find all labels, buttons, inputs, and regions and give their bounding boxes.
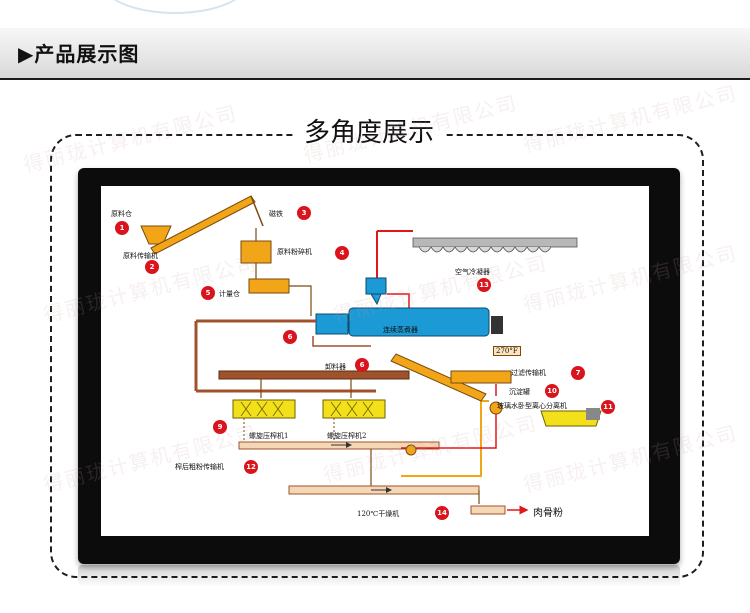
cooker-motor [491,316,503,334]
frame-title: 多角度展示 [294,116,445,150]
label-screw-press-2: 螺旋压榨机2 [327,432,367,440]
process-diagram-screen: 原料仓 1 原料传输机 2 磁铁 3 原料粉碎机 4 计量仓 5 连续蒸煮器 6… [101,186,649,536]
oil-return-pipe [401,414,497,449]
monitor-reflection [78,565,680,587]
label-screw-press-1: 螺旋压榨机1 [249,432,289,440]
final-product-label: 肉骨粉 [533,508,563,519]
badge-metering-bin: 5 [201,286,215,300]
label-filter-conveyor: 过滤传输机 [511,369,546,377]
raw-material-conveyor [150,195,256,255]
discharge-conveyor [218,370,410,380]
badge-screw-press-1: 9 [213,420,227,434]
label-discharger: 卸料器 [325,363,346,371]
screw-press-1-screw [240,401,284,417]
badge-magnet: 3 [297,206,311,220]
process-flow-diagram [140,195,602,515]
decorative-arc [100,0,250,14]
label-dryer: 120℃干燥机 [357,510,400,518]
label-settling-tank: 沉淀罐 [509,388,530,396]
filter-conveyor [390,353,487,402]
section-title: ▶产品展示图 [18,42,140,66]
badge-filter-conveyor: 7 [571,366,585,380]
oil-pipe [401,400,489,477]
badge-discharger: 6 [355,358,369,372]
air-condenser [412,237,578,248]
transfer-pipe [312,336,371,347]
label-air-condenser: 空气冷凝器 [455,268,490,276]
centrifuge-motor [586,408,600,420]
screw-press-1 [232,399,296,419]
screw-press-2 [322,399,386,419]
badge-dryer: 14 [435,506,449,520]
feed-pipe [289,285,312,316]
label-metering-bin: 计量仓 [219,290,240,298]
label-cooker: 连续蒸煮器 [383,326,418,334]
conveyor-drop [250,195,264,227]
label-crusher: 原料粉碎机 [277,248,312,256]
120c-dryer [470,505,506,515]
continuous-cooker [348,307,490,337]
condenser-fans [418,246,552,253]
label-magnet: 磁铁 [269,210,283,218]
pump [405,444,417,456]
label-pressed-meal-conveyor: 榨后粗粉传输机 [175,463,224,471]
cooker-inlet [315,313,349,335]
label-raw-bin: 原料仓 [111,210,132,218]
badge-settling-tank: 10 [545,384,559,398]
label-centrifuge: 玻璃水卧型离心分离机 [497,402,567,410]
badge-air-condenser: 13 [477,278,491,292]
temperature-label: 270°F [493,346,521,356]
label-raw-conveyor: 原料传输机 [123,252,158,260]
cyclone-cone [370,293,382,306]
badge-raw-bin: 1 [115,221,129,235]
screw-press-2-screw [330,401,374,417]
badge-pressed-meal-conveyor: 12 [244,460,258,474]
cooker-feed-cyclone [365,277,387,295]
filter-tank [450,370,512,384]
badge-centrifuge: 11 [601,400,615,414]
metering-bin [248,278,290,294]
section-header-bar [0,28,750,80]
badge-crusher: 4 [335,246,349,260]
crusher [240,240,272,264]
badge-cooker: 6 [283,330,297,344]
badge-raw-conveyor: 2 [145,260,159,274]
